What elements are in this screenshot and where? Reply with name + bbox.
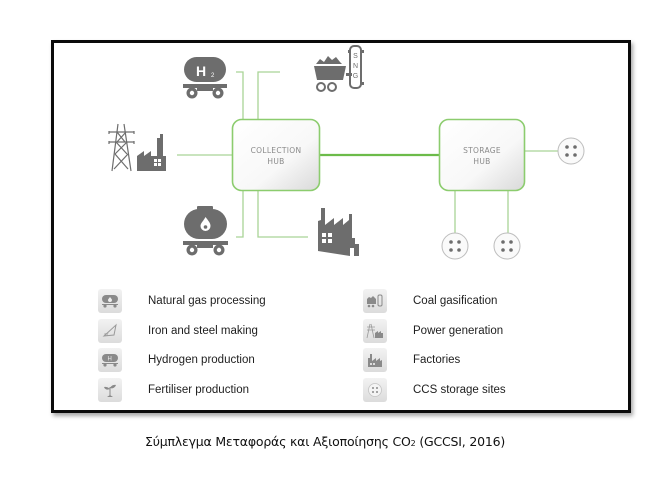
svg-text:H: H xyxy=(108,357,112,363)
small-factory-icon xyxy=(137,134,166,171)
sng-letter-g: G xyxy=(353,73,358,80)
legend-item-hydrogen: H Hydrogen production xyxy=(98,348,255,372)
caption-source: (GCCSI, 2016) xyxy=(415,434,506,449)
sng-letter-s: S xyxy=(353,53,358,60)
hydrogen-tanker-icon: H xyxy=(98,348,122,372)
caption-text: Σύμπλεγμα Μεταφοράς και Αξιοποίησης CO xyxy=(145,434,411,449)
legend-label: Power generation xyxy=(413,325,504,337)
collection-hub-label-1: COLLECTION xyxy=(251,146,302,155)
coal-gasification-icon xyxy=(363,289,387,313)
plant-icon xyxy=(98,378,122,402)
factory-icon xyxy=(363,348,387,372)
legend-item-iron-steel: ar Iron and steel making xyxy=(98,319,258,343)
legend-label: CCS storage sites xyxy=(413,384,506,396)
legend-item-ccs-storage: CCS storage sites xyxy=(363,378,506,402)
collection-hub-label-2: HUB xyxy=(267,157,284,166)
storage-hub: STORAGE HUB xyxy=(438,118,526,192)
h2-label: H xyxy=(196,63,206,79)
factory-icon xyxy=(318,208,359,256)
legend-item-fertiliser: Fertiliser production xyxy=(98,378,249,402)
line-factory xyxy=(257,190,308,238)
storage-site-right xyxy=(557,137,585,165)
legend-label: Fertiliser production xyxy=(148,384,249,396)
collection-hub: COLLECTION HUB xyxy=(231,118,321,192)
caption-subscript: 2 xyxy=(410,439,416,448)
storage-site-icon xyxy=(363,378,387,402)
gas-tanker-icon xyxy=(98,289,122,313)
power-generation-icon xyxy=(363,319,387,343)
legend-label: Iron and steel making xyxy=(148,325,258,337)
storage-hub-label-2: HUB xyxy=(473,157,490,166)
gas-tanker-icon xyxy=(183,206,228,256)
legend-label: Factories xyxy=(413,354,461,366)
sng-letter-n: N xyxy=(353,63,358,70)
legend-item-coal-gasification: Coal gasification xyxy=(363,289,497,313)
svg-text:ar: ar xyxy=(104,332,109,338)
storage-hub-label-1: STORAGE xyxy=(463,146,501,155)
h2-subscript: 2 xyxy=(211,73,215,79)
legend-item-power-generation: Power generation xyxy=(363,319,503,343)
legend-item-natural-gas: Natural gas processing xyxy=(98,289,266,313)
line-hydrogen xyxy=(236,71,244,119)
line-gas xyxy=(236,190,244,238)
legend-label: Hydrogen production xyxy=(148,354,255,366)
iron-steel-icon: ar xyxy=(98,319,122,343)
legend-label: Natural gas processing xyxy=(148,295,266,307)
legend-item-factories: Factories xyxy=(363,348,460,372)
power-and-factory-icon xyxy=(108,123,166,172)
flame-icon xyxy=(200,217,211,231)
line-coal xyxy=(257,71,280,119)
coal-gasification-icon: S N G xyxy=(314,45,364,92)
connector-lines xyxy=(177,71,558,238)
figure-caption: Σύμπλεγμα Μεταφοράς και Αξιοποίησης CO2 … xyxy=(145,434,505,449)
power-pylon-icon xyxy=(108,123,135,172)
hydrogen-tanker-icon: H 2 xyxy=(183,57,227,99)
storage-site-bottom-1 xyxy=(441,232,469,260)
storage-site-bottom-2 xyxy=(493,232,521,260)
legend-label: Coal gasification xyxy=(413,295,498,307)
